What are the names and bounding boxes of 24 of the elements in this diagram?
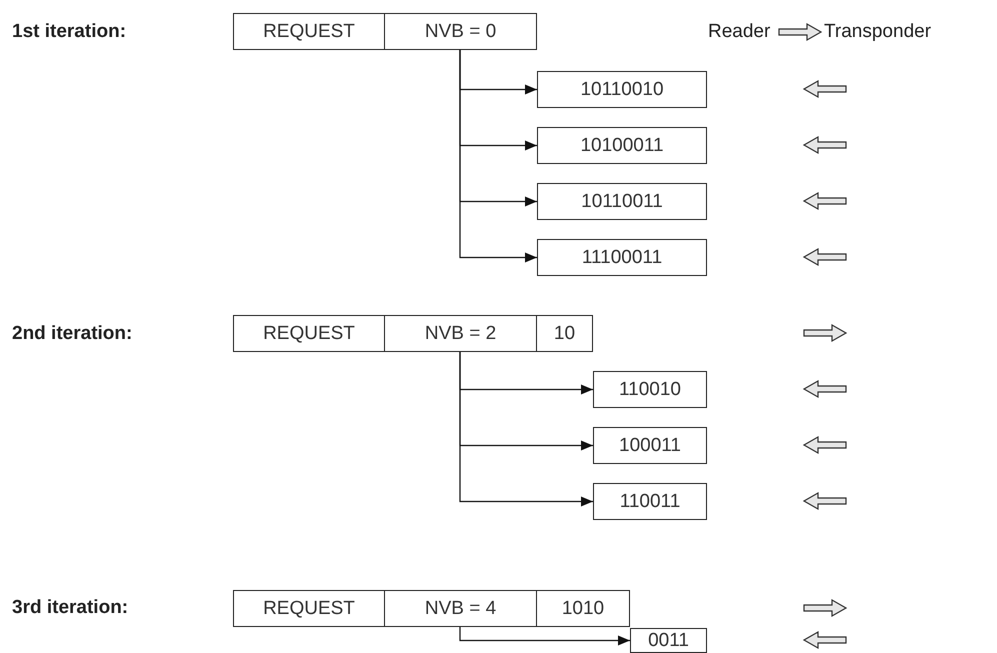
- frame-field: NVB = 4: [384, 590, 537, 627]
- frame-field: 0011: [630, 628, 707, 653]
- arrow: [459, 50, 537, 262]
- iteration-label: 3rd iteration:: [12, 597, 128, 619]
- frame-field: REQUEST: [233, 13, 385, 50]
- frame-field: 110010: [593, 371, 707, 408]
- iteration-label: 2nd iteration:: [12, 323, 132, 345]
- frame-field: 10110010: [537, 71, 707, 108]
- frame-field: NVB = 0: [384, 13, 537, 50]
- frame-field: 11100011: [537, 239, 707, 276]
- iteration-label: 1st iteration:: [12, 21, 126, 43]
- reader-label: Reader: [708, 21, 770, 43]
- frame-field: NVB = 2: [384, 315, 537, 352]
- frame-field: 10110011: [537, 183, 707, 220]
- transponder-label: Transponder: [824, 21, 932, 43]
- frame-field: 110011: [593, 483, 707, 520]
- arrow: [459, 627, 630, 646]
- frame-field: REQUEST: [233, 590, 385, 627]
- frame-field: REQUEST: [233, 315, 385, 352]
- frame-field: 1010: [536, 590, 630, 627]
- arrow: [459, 352, 593, 506]
- frame-field: 10100011: [537, 127, 707, 164]
- frame-field: 100011: [593, 427, 707, 464]
- frame-field: 10: [536, 315, 593, 352]
